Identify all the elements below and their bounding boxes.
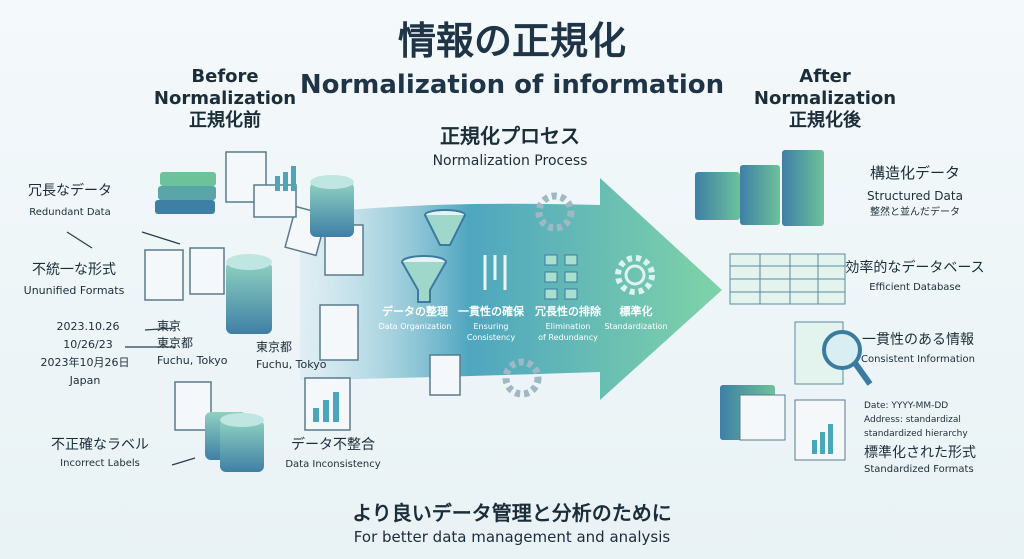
process-subtitle: Normalization Process xyxy=(432,153,588,169)
connector-arrows xyxy=(66,231,196,466)
step-en: Standardization xyxy=(604,322,668,331)
result-jp: 構造化データ xyxy=(869,164,961,182)
gear-icon xyxy=(535,192,575,232)
step-en: Data Organization xyxy=(378,322,452,331)
result-sub: 整然と並んだデータ xyxy=(870,207,960,218)
footer-en: For better data management and analysis xyxy=(353,528,671,546)
process-title: 正規化プロセス xyxy=(440,124,580,148)
date-example: Japan xyxy=(69,374,101,387)
database-icon xyxy=(310,175,354,237)
structured-books-icon xyxy=(695,150,824,226)
problem-en: Redundant Data xyxy=(29,207,111,218)
database-icon xyxy=(226,254,272,334)
page-title: 情報の正規化 xyxy=(397,19,627,63)
problem-en: Ununified Formats xyxy=(23,284,125,297)
result-en: Structured Data xyxy=(867,189,963,203)
gear-icon xyxy=(502,358,542,398)
problem-jp: データ不整合 xyxy=(291,437,375,453)
step-jp: 標準化 xyxy=(619,305,653,318)
after-line2: Normalization xyxy=(753,88,897,109)
before-line1: Before xyxy=(191,66,259,87)
step-en2: Consistency xyxy=(466,333,516,342)
arrows-down-icon xyxy=(483,255,507,290)
format-note: standardized hierarchy xyxy=(864,429,968,439)
funnel-icon xyxy=(424,209,466,246)
problem-en: Incorrect Labels xyxy=(60,458,140,469)
after-jp: 正規化後 xyxy=(789,110,861,131)
step-en: Elimination xyxy=(545,322,591,331)
problem-jp: 冗長なデータ xyxy=(28,183,112,199)
address-example: 東京 xyxy=(157,319,182,333)
folders-icon xyxy=(720,385,846,461)
step-jp: 冗長性の排除 xyxy=(535,305,601,318)
result-jp: 効率的なデータベース xyxy=(845,260,985,276)
problem-en: Data Inconsistency xyxy=(285,459,381,470)
process-arrow xyxy=(300,178,722,400)
address-example: Fuchu, Tokyo xyxy=(256,358,327,371)
date-example: 2023.10.26 xyxy=(56,320,120,333)
database-icon xyxy=(205,412,264,472)
table-icon xyxy=(729,253,846,305)
result-en: Standardized Formats xyxy=(864,464,974,475)
step-en: Ensuring xyxy=(473,322,509,331)
address-example: 東京都 xyxy=(256,340,293,354)
address-example: Fuchu, Tokyo xyxy=(157,354,228,367)
books-icon xyxy=(155,172,216,214)
gear-icon xyxy=(615,255,655,295)
problem-jp: 不正確なラベル xyxy=(51,437,149,453)
page-subtitle: Normalization of information xyxy=(299,70,725,100)
result-jp: 標準化された形式 xyxy=(864,445,976,461)
step-jp: データの整理 xyxy=(382,305,448,318)
step-jp: 一貫性の確保 xyxy=(458,305,524,318)
date-example: 2023年10月26日 xyxy=(40,356,130,369)
flowchart-icon xyxy=(544,254,578,300)
result-en: Efficient Database xyxy=(869,282,961,293)
problem-jp: 不統一な形式 xyxy=(32,262,116,278)
address-example: 東京都 xyxy=(157,336,194,350)
funnel-icon xyxy=(401,255,447,303)
result-jp: 一貫性のある情報 xyxy=(862,332,974,348)
bar-chart-icon xyxy=(275,166,339,422)
format-note: Address: standardizal xyxy=(864,415,961,425)
footer-jp: より良いデータ管理と分析のために xyxy=(352,501,672,525)
after-line1: After xyxy=(799,66,851,87)
step-en2: of Redundancy xyxy=(538,333,598,342)
date-example: 10/26/23 xyxy=(63,338,113,351)
format-note: Date: YYYY-MM-DD xyxy=(864,401,949,411)
before-line2: Normalization xyxy=(153,88,297,109)
magnifier-icon xyxy=(794,321,873,386)
result-en: Consistent Information xyxy=(860,354,976,365)
before-jp: 正規化前 xyxy=(189,110,261,131)
